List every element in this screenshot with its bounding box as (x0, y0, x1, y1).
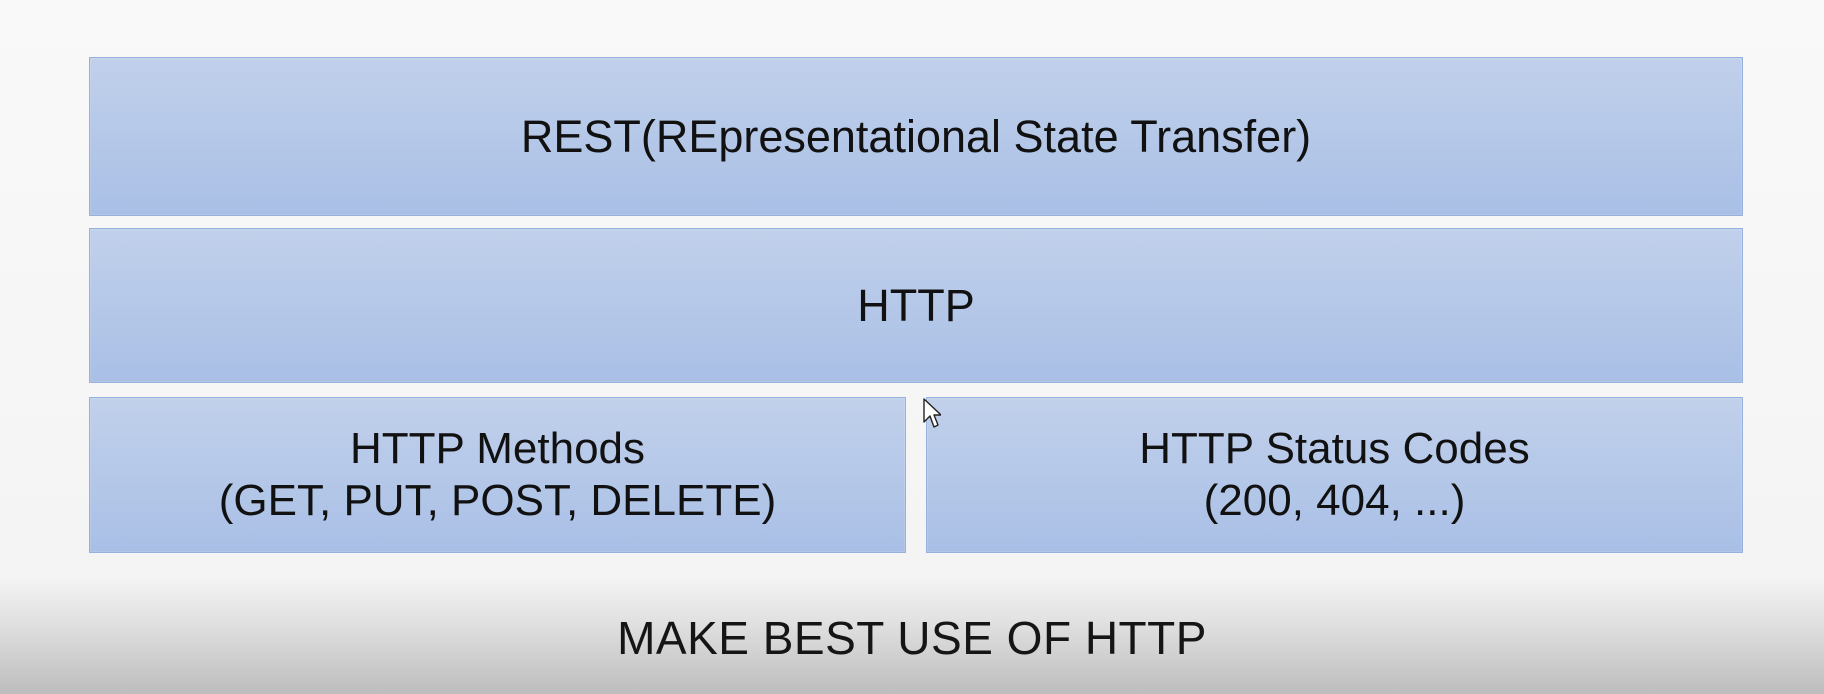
http-block-label: HTTP (857, 279, 975, 331)
bottom-caption: MAKE BEST USE OF HTTP (617, 612, 1207, 664)
rest-block-label: REST(REpresentational State Transfer) (520, 110, 1312, 162)
rest-block: REST(REpresentational State Transfer) (89, 57, 1743, 216)
http-block: HTTP (89, 228, 1743, 383)
http-status-codes-block: HTTP Status Codes (200, 404, ...) (926, 397, 1743, 553)
http-methods-block: HTTP Methods (GET, PUT, POST, DELETE) (89, 397, 906, 553)
http-methods-label: HTTP Methods (GET, PUT, POST, DELETE) (218, 424, 777, 525)
bottom-caption-bar: MAKE BEST USE OF HTTP (0, 574, 1824, 694)
mouse-cursor-icon (923, 398, 941, 428)
http-status-codes-label: HTTP Status Codes (200, 404, ...) (1139, 424, 1530, 525)
